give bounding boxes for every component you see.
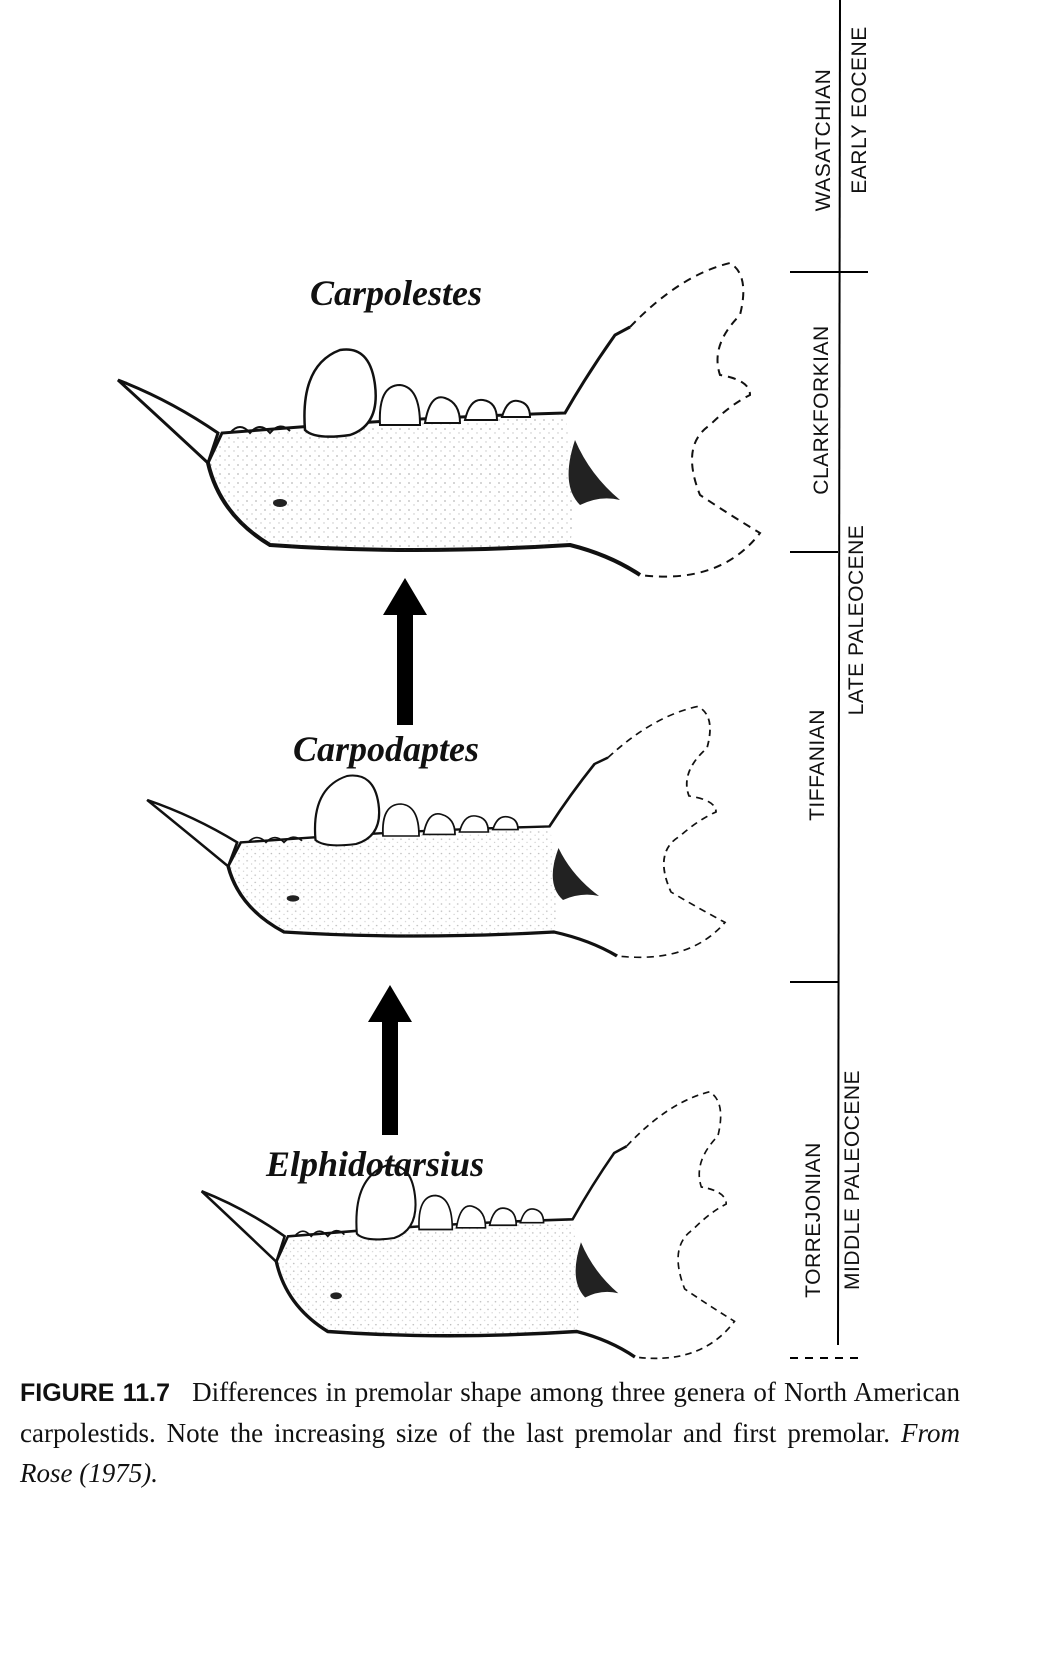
- stage-wasatchian: WASATCHIAN: [812, 68, 835, 212]
- jaw-elphidotarsius: [199, 1090, 737, 1361]
- epoch-early-eocene: EARLY EOCENE: [848, 26, 871, 194]
- arrow-lower: [368, 985, 412, 1135]
- caption-text: Differences in premolar shape among thre…: [20, 1377, 961, 1448]
- timescale-lines: [790, 0, 868, 1359]
- species-label-carpolestes: Carpolestes: [310, 273, 483, 313]
- arrow-upper: [383, 578, 427, 725]
- epoch-middle-paleocene: MIDDLE PALEOCENE: [841, 1070, 864, 1290]
- stage-clarkforkian: CLARKFORKIAN: [810, 325, 833, 495]
- epoch-late-paleocene: LATE PALEOCENE: [845, 524, 868, 716]
- figure-number: FIGURE 11.7: [20, 1379, 171, 1407]
- figure-caption: FIGURE 11.7 Differences in premolar shap…: [20, 1372, 960, 1493]
- species-label-elphidotarsius: Elphidotarsius: [266, 1144, 485, 1184]
- species-label-carpodaptes: Carpodaptes: [293, 729, 480, 769]
- caption-source: From Rose (1975).: [20, 1418, 961, 1488]
- stage-tiffanian: TIFFANIAN: [806, 709, 829, 821]
- stage-torrejonian: TORREJONIAN: [802, 1142, 825, 1298]
